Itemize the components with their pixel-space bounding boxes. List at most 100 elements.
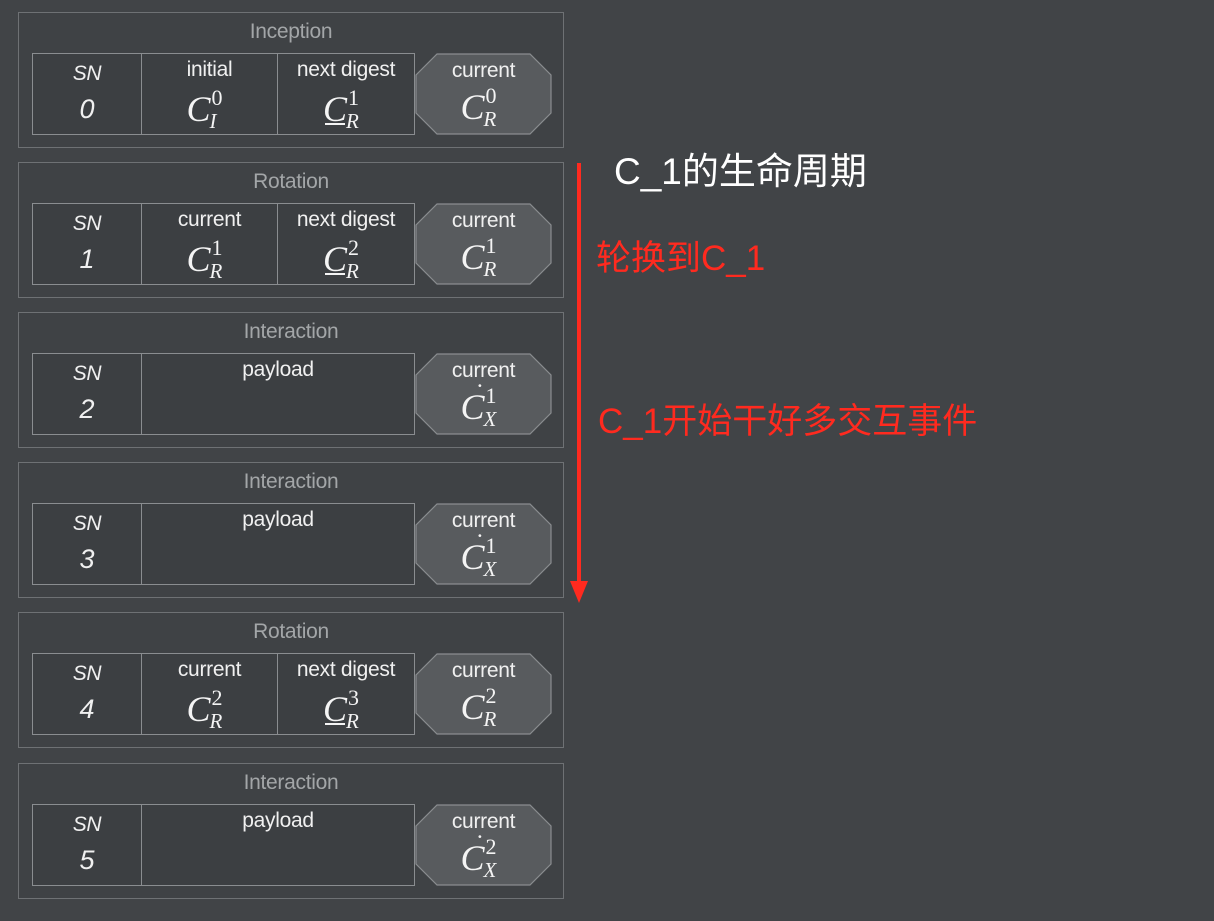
math-subscript: I (209, 109, 217, 133)
math-base: C (460, 237, 485, 277)
current-label: current (451, 59, 516, 82)
sn-value: 4 (79, 694, 95, 724)
math-superscript: 0 (485, 83, 497, 108)
event-type-title: Interaction (243, 320, 339, 343)
key-label: next digest (296, 658, 396, 681)
math-base: C (186, 239, 211, 279)
lifecycle-arrow (570, 163, 588, 603)
sn-cell: SN 5 (32, 804, 142, 886)
math-base: C (322, 239, 347, 279)
key-label: next digest (296, 58, 396, 81)
hexagon-shape (415, 203, 552, 285)
math-subscript: X (483, 557, 497, 581)
sn-cell: SN 4 (32, 653, 142, 735)
math-superscript: 1 (485, 233, 497, 258)
math-subscript: R (345, 109, 359, 133)
math-superscript: 1 (485, 383, 497, 408)
math-base: C (460, 87, 485, 127)
math-superscript: 2 (211, 685, 223, 710)
current-label: current (451, 209, 516, 232)
math-subscript: R (483, 707, 497, 731)
sn-value: 2 (79, 394, 95, 424)
payload-label: payload (242, 809, 314, 832)
math-base: C (460, 387, 485, 427)
hexagon-shape (415, 653, 552, 735)
math-superscript: 2 (347, 235, 359, 260)
dot-accent: ˙ (475, 529, 485, 558)
key-label: next digest (296, 208, 396, 231)
hexagon-shape (415, 353, 552, 435)
dot-accent: ˙ (475, 379, 485, 408)
sn-value: 3 (79, 544, 95, 574)
math-superscript: 2 (485, 683, 497, 708)
math-subscript: R (209, 709, 223, 733)
math-superscript: 3 (347, 685, 359, 710)
math-subscript: R (345, 709, 359, 733)
sn-label: SN (72, 62, 102, 85)
math-base: C (460, 687, 485, 727)
math-subscript: R (209, 259, 223, 283)
hexagon-shape (415, 804, 552, 886)
math-base: C (186, 689, 211, 729)
payload-label: payload (242, 508, 314, 531)
math-subscript: R (345, 259, 359, 283)
math-subscript: X (483, 858, 497, 882)
sn-value: 1 (79, 244, 95, 274)
hexagon-shape (415, 53, 552, 135)
math-superscript: 2 (485, 834, 497, 859)
event-type-title: Interaction (243, 470, 339, 493)
payload-cell: payload (141, 353, 415, 435)
key-label: initial (186, 58, 233, 81)
math-subscript: X (483, 407, 497, 431)
math-base: C (460, 838, 485, 878)
payload-cell: payload (141, 804, 415, 886)
math-superscript: 1 (211, 235, 223, 260)
key-label: current (177, 208, 242, 231)
sn-label: SN (72, 813, 102, 836)
sn-value: 5 (79, 845, 95, 875)
key-label: current (177, 658, 242, 681)
sn-label: SN (72, 662, 102, 685)
payload-label: payload (242, 358, 314, 381)
current-label: current (451, 659, 516, 682)
event-type-title: Interaction (243, 771, 339, 794)
payload-cell: payload (141, 503, 415, 585)
current-label: current (451, 359, 516, 382)
event-type-title: Rotation (253, 170, 329, 193)
math-subscript: R (483, 257, 497, 281)
dot-accent: ˙ (475, 830, 485, 859)
